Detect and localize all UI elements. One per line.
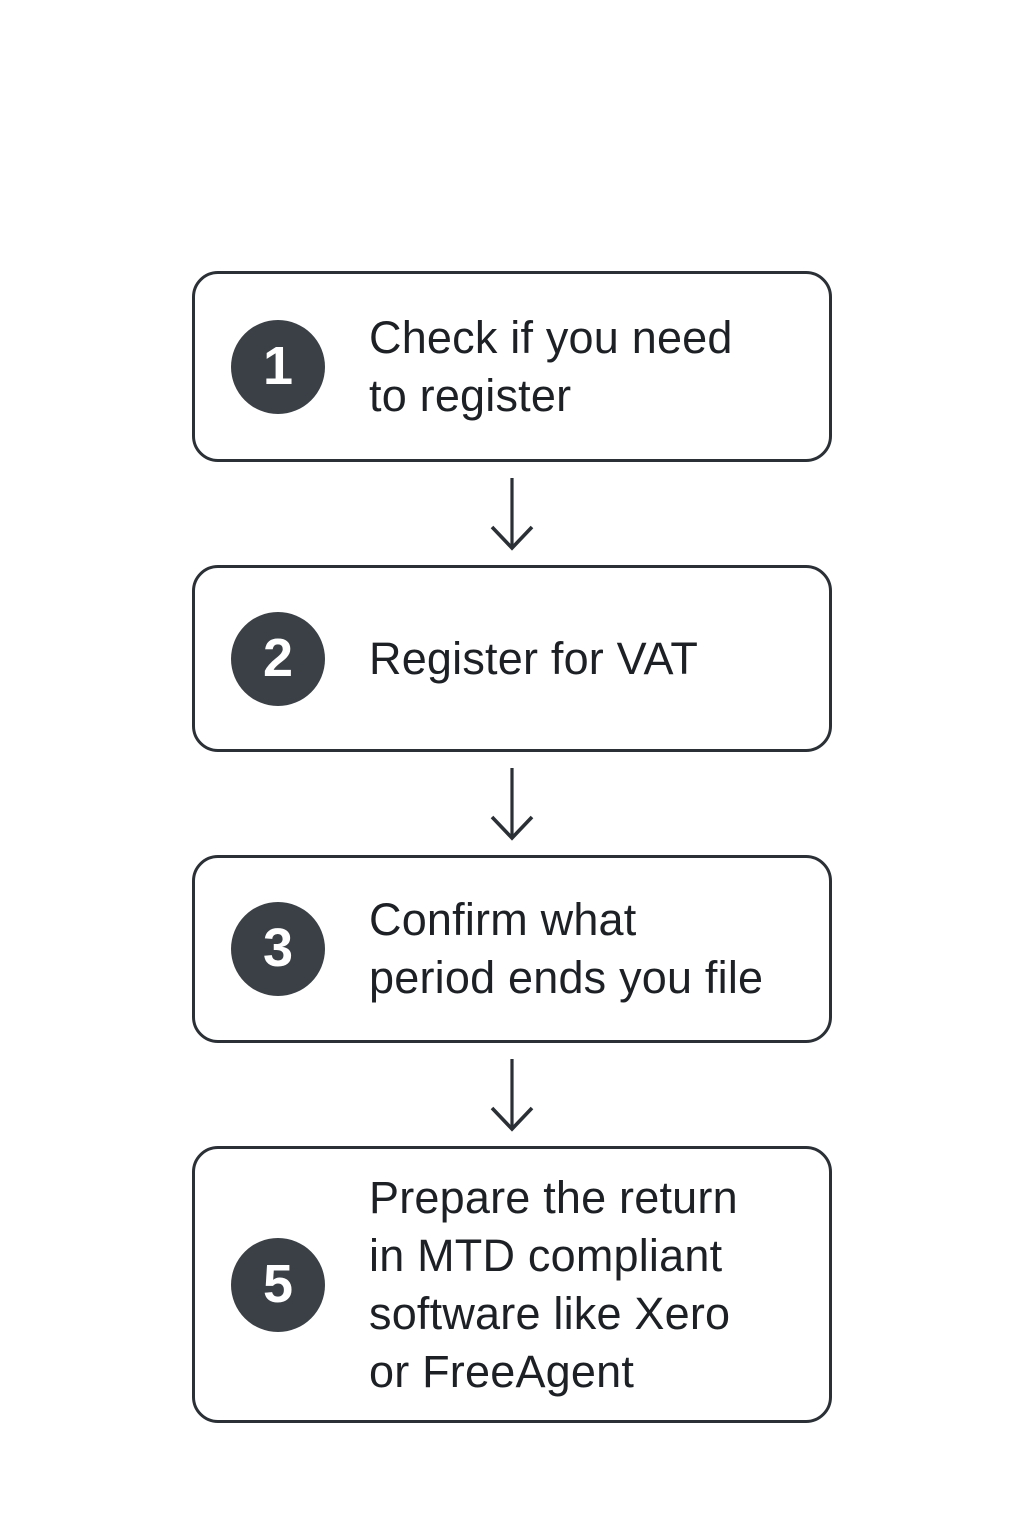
step-number: 3 [262, 918, 294, 978]
step-label: Check if you need to register [369, 311, 733, 421]
down-arrow-icon [490, 767, 534, 841]
flow-step-4: 5 Prepare the return in MTD compliant so… [192, 1146, 832, 1423]
step-label: Prepare the return in MTD compliant soft… [369, 1171, 738, 1397]
flow-step-3: 3 Confirm what period ends you file [192, 855, 832, 1043]
flow-step-2: 2 Register for VAT [192, 565, 832, 752]
step-number: 2 [262, 627, 294, 688]
step-number: 1 [262, 335, 294, 396]
step-number-badge: 2 [231, 611, 325, 706]
down-arrow-icon [490, 1058, 534, 1132]
flow-step-1: 1 Check if you need to register [192, 271, 832, 462]
step-label: Register for VAT [369, 632, 699, 684]
step-number-badge: 5 [231, 1237, 325, 1332]
connector-arrow-3 [481, 1043, 543, 1146]
vat-flowchart: 1 Check if you need to register 2 Regist… [192, 271, 832, 1423]
connector-arrow-1 [481, 462, 543, 565]
step-label: Confirm what period ends you file [369, 894, 764, 1003]
connector-arrow-2 [481, 752, 543, 855]
step-number: 5 [262, 1253, 294, 1314]
step-number-badge: 1 [231, 319, 325, 414]
step-number-badge: 3 [231, 902, 325, 996]
down-arrow-icon [490, 477, 534, 551]
